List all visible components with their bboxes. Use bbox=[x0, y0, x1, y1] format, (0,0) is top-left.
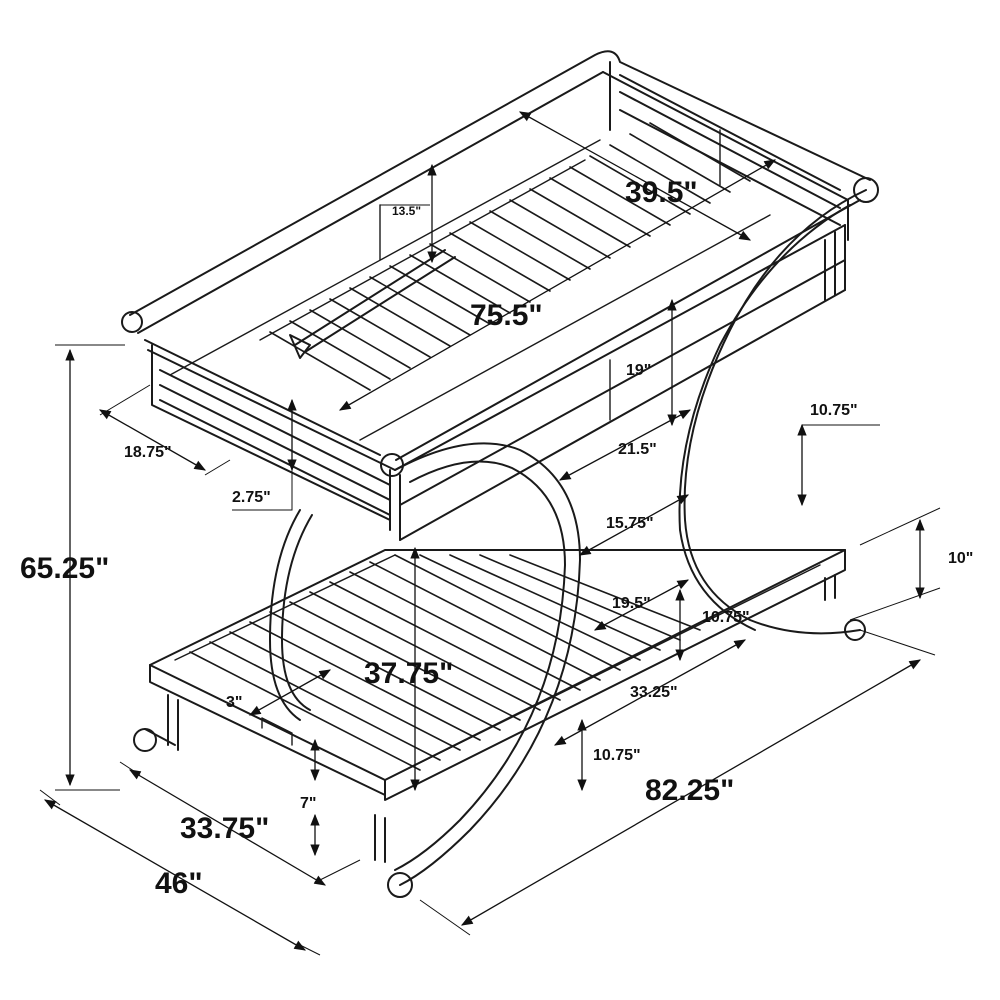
dim-ladder-step-upper: 10.75" bbox=[810, 402, 858, 419]
dim-lower-rail-gap: 3" bbox=[226, 694, 242, 711]
top-bunk bbox=[121, 50, 879, 541]
dim-lower-frame-height: 10" bbox=[948, 550, 973, 567]
dim-overall-width: 46" bbox=[155, 867, 203, 900]
dimension-labels: 65.25" 82.25" 46" 75.5" 39.5" 13.5" 19" … bbox=[20, 176, 973, 900]
dim-top-guardrail: 13.5" bbox=[392, 204, 421, 218]
top-bunk-slats bbox=[269, 122, 751, 391]
dim-top-ladder-offset: 18.75" bbox=[124, 444, 172, 461]
dim-top-frame-depth: 19" bbox=[626, 362, 651, 379]
dim-lower-leg-height: 7" bbox=[300, 795, 316, 812]
dim-top-rail-gap: 2.75" bbox=[232, 489, 271, 506]
dim-ladder-step-lower: 19.5" bbox=[612, 595, 651, 612]
dim-top-bunk-width: 39.5" bbox=[625, 176, 698, 209]
dim-lower-bunk-length: 33.25" bbox=[630, 684, 678, 701]
dim-bunk-clearance: 37.75" bbox=[364, 657, 453, 690]
dim-overall-length: 82.25" bbox=[645, 774, 734, 807]
dim-lower-side-height: 10.75" bbox=[593, 747, 641, 764]
dim-top-ladder-span: 21.5" bbox=[618, 441, 657, 458]
dim-lower-bunk-width: 33.75" bbox=[180, 812, 269, 845]
dim-ladder-step-mid: 10.75" bbox=[702, 609, 750, 626]
dim-ladder-step-width: 15.75" bbox=[606, 515, 654, 532]
dimension-lines bbox=[39, 111, 941, 956]
dim-top-bunk-length: 75.5" bbox=[470, 299, 543, 332]
dim-overall-height: 65.25" bbox=[20, 552, 109, 585]
